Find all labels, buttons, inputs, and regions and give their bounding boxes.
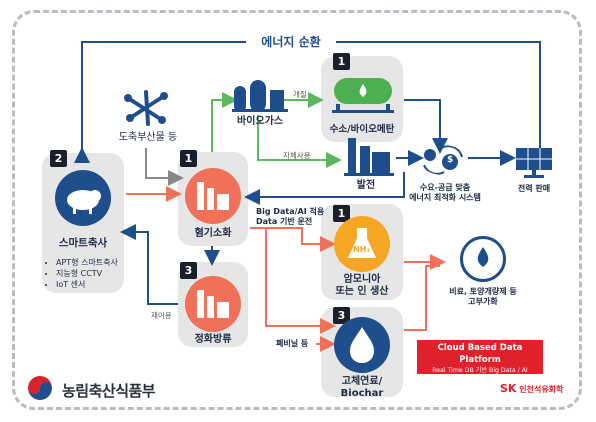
reforming-label: 개질 (293, 90, 307, 99)
smart-farm-label: 스마트축사 (58, 237, 108, 249)
cloud-platform-title: Cloud Based Data Platform (437, 343, 523, 365)
ammonia-line1: 암모니아 (343, 274, 381, 285)
anaerobic-circle (185, 168, 241, 224)
power-sale-label: 전력 판매 (517, 184, 551, 193)
farm-feature-cctv: 지능형 CCTV (56, 268, 118, 279)
power-label: 발전 (356, 180, 376, 191)
biogas-label: 바이오가스 (237, 116, 283, 127)
self-use-label: 자체사용 (283, 151, 311, 160)
badge-hydrogen: 1 (333, 53, 350, 70)
badge-solid-fuel: 3 (333, 307, 350, 324)
partner-brand: SK (500, 382, 517, 395)
bigdata-line1: Big Data/AI 적용 (256, 207, 325, 216)
bone-byproduct-icon (124, 90, 168, 126)
anaerobic-label: 혐기소화 (194, 228, 232, 239)
bigdata-line2: Data 기반 운전 (256, 217, 313, 226)
reuse-label: 재이용 (151, 311, 172, 320)
purification-label: 정화방류 (194, 334, 232, 345)
supply-demand-line1: 수요-공급 맞춤 (419, 183, 471, 192)
smart-farm-features: APT형 스마트축사 지능형 CCTV IoT 센서 (46, 257, 118, 290)
pig-icon (67, 190, 101, 214)
badge-ammonia: 1 (333, 205, 350, 222)
badge-anaerobic: 1 (180, 150, 197, 167)
badge-purification: 3 (180, 262, 197, 279)
cloud-platform-line2: 분석기능 ▶ Data 기반 운전 (443, 376, 517, 383)
energy-cycle-label: 에너지 순환 (246, 31, 336, 53)
pig-circle (55, 170, 111, 226)
hydrogen-tank-icon (332, 78, 394, 113)
ammonia-line2: 또는 인 생산 (335, 286, 389, 297)
supply-demand-line2: 에너지 최적화 시스템 (409, 193, 481, 202)
partner-logo: SK 인천석유화학 (500, 382, 563, 395)
hydrogen-label: 수소/바이오메탄 (329, 124, 395, 135)
partner-name: 인천석유화학 (519, 385, 564, 394)
badge-smart-farm: 2 (50, 150, 67, 167)
cloud-platform-box: Cloud Based Data Platform Real Time DB 기… (417, 340, 543, 383)
ammonia-symbol: NH₃ (353, 245, 370, 254)
government-logo-icon (28, 376, 52, 400)
ammonia-circle: NH₃ (334, 216, 390, 272)
supply-demand-icon: $ (420, 145, 466, 175)
money-symbol: $ (447, 155, 454, 165)
flame-icon (350, 327, 374, 363)
ministry-name: 농림축산식품부 (62, 382, 156, 400)
biogas-plant-icon (232, 80, 288, 112)
fertilizer-line2: 고부가화 (468, 297, 498, 306)
treatment-plant-icon (197, 290, 229, 318)
solid-fuel-line1: 고체연료/ (341, 376, 383, 387)
fertilizer-line1: 비료, 토양개량제 등 (449, 287, 517, 296)
farm-feature-apt: APT형 스마트축사 (56, 257, 118, 268)
energy-cycle-frame (12, 10, 582, 410)
factory-icon (197, 182, 229, 210)
purification-circle (185, 276, 241, 332)
farm-feature-iot: IoT 센서 (56, 279, 118, 290)
slaughter-byproduct-label: 도축부산물 등 (118, 132, 178, 143)
cloud-platform-line1: Real Time DB 기반 Big Data / AI (432, 367, 528, 374)
waste-vinyl-label: 폐비닐 등 (276, 339, 309, 348)
solid-fuel-circle (334, 317, 390, 373)
water-drop-icon (477, 247, 489, 267)
solar-panel-icon (516, 148, 552, 178)
fertilizer-circle (460, 236, 506, 282)
power-plant-icon (344, 138, 394, 176)
solid-fuel-line2: Biochar (340, 388, 384, 399)
flask-icon (348, 228, 376, 258)
